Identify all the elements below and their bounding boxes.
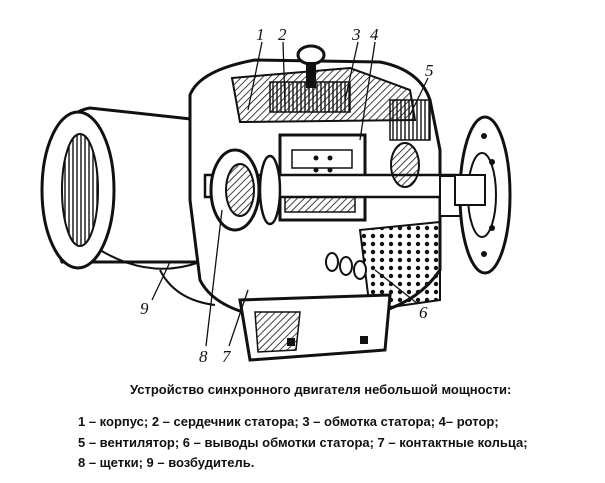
motor-cutaway-drawing: 1 2 3 4 5 6 7 8 9 bbox=[40, 25, 512, 366]
ventilation-grille bbox=[358, 220, 441, 312]
stator-winding-leads bbox=[325, 252, 367, 280]
callout-8: 8 bbox=[199, 347, 208, 366]
callout-3: 3 bbox=[351, 25, 361, 44]
callout-5: 5 bbox=[425, 61, 434, 80]
lifting-eye bbox=[296, 44, 326, 88]
leader-lines bbox=[151, 41, 429, 347]
callout-4: 4 bbox=[370, 25, 379, 44]
slip-rings bbox=[209, 148, 282, 232]
right-bearing bbox=[389, 99, 431, 188]
caption-legend-line-1: 1 – корпус; 2 – сердечник статора; 3 – о… bbox=[78, 414, 499, 429]
caption-legend-line-2: 5 – вентилятор; 6 – выводы обмотки стато… bbox=[78, 435, 528, 450]
callout-1: 1 bbox=[256, 25, 265, 44]
callout-2: 2 bbox=[278, 25, 287, 44]
callout-labels: 1 2 3 4 5 6 7 8 9 bbox=[140, 25, 434, 366]
callout-7: 7 bbox=[222, 347, 232, 366]
output-flange bbox=[454, 115, 512, 275]
exciter bbox=[40, 106, 216, 306]
caption-title: Устройство синхронного двигателя небольш… bbox=[130, 382, 512, 397]
caption-legend-line-3: 8 – щетки; 9 – возбудитель. bbox=[78, 455, 255, 470]
callout-9: 9 bbox=[140, 299, 149, 318]
callout-6: 6 bbox=[419, 303, 428, 322]
mounting-foot bbox=[238, 293, 392, 362]
